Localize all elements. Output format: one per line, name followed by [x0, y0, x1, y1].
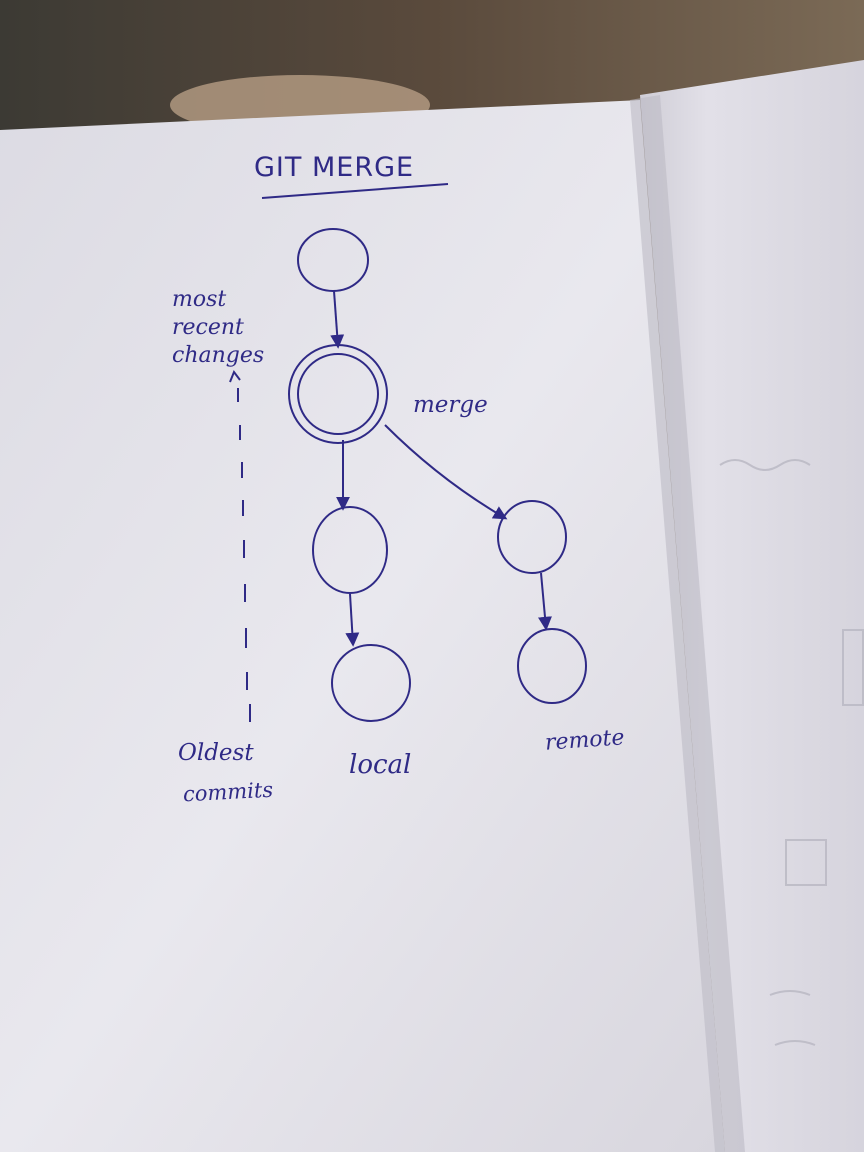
edge-top-to-merge — [330, 290, 345, 349]
remote-commit-node — [497, 500, 567, 574]
merge-commit-outer-ring — [288, 344, 388, 444]
side-label-line: changes — [172, 343, 265, 368]
edge-remote-to-remote-oldest — [538, 572, 552, 631]
remote-branch-label: remote — [544, 725, 626, 756]
merge-commit-node — [297, 353, 379, 435]
edge-merge-to-remote — [384, 424, 508, 520]
remote-oldest-commit-node — [517, 628, 587, 704]
side-label-line: recent — [172, 315, 244, 340]
left-page — [0, 100, 725, 1152]
edge-local-to-local-oldest — [345, 593, 360, 647]
diagram-title: GIT MERGE — [254, 152, 415, 183]
right-page — [640, 60, 864, 1152]
most-recent-changes-label: most recent changes — [172, 286, 264, 370]
local-oldest-commit-node — [331, 644, 411, 722]
timeline-dashed-arrow — [229, 369, 251, 722]
oldest-label: Oldest — [178, 740, 254, 766]
title-underline — [261, 183, 449, 199]
merge-label: merge — [413, 392, 488, 418]
local-commit-node — [312, 506, 388, 594]
commits-label: commits — [182, 777, 274, 807]
local-branch-label: local — [349, 750, 412, 780]
side-label-line: most — [172, 287, 227, 312]
commit-node-top — [297, 228, 369, 292]
